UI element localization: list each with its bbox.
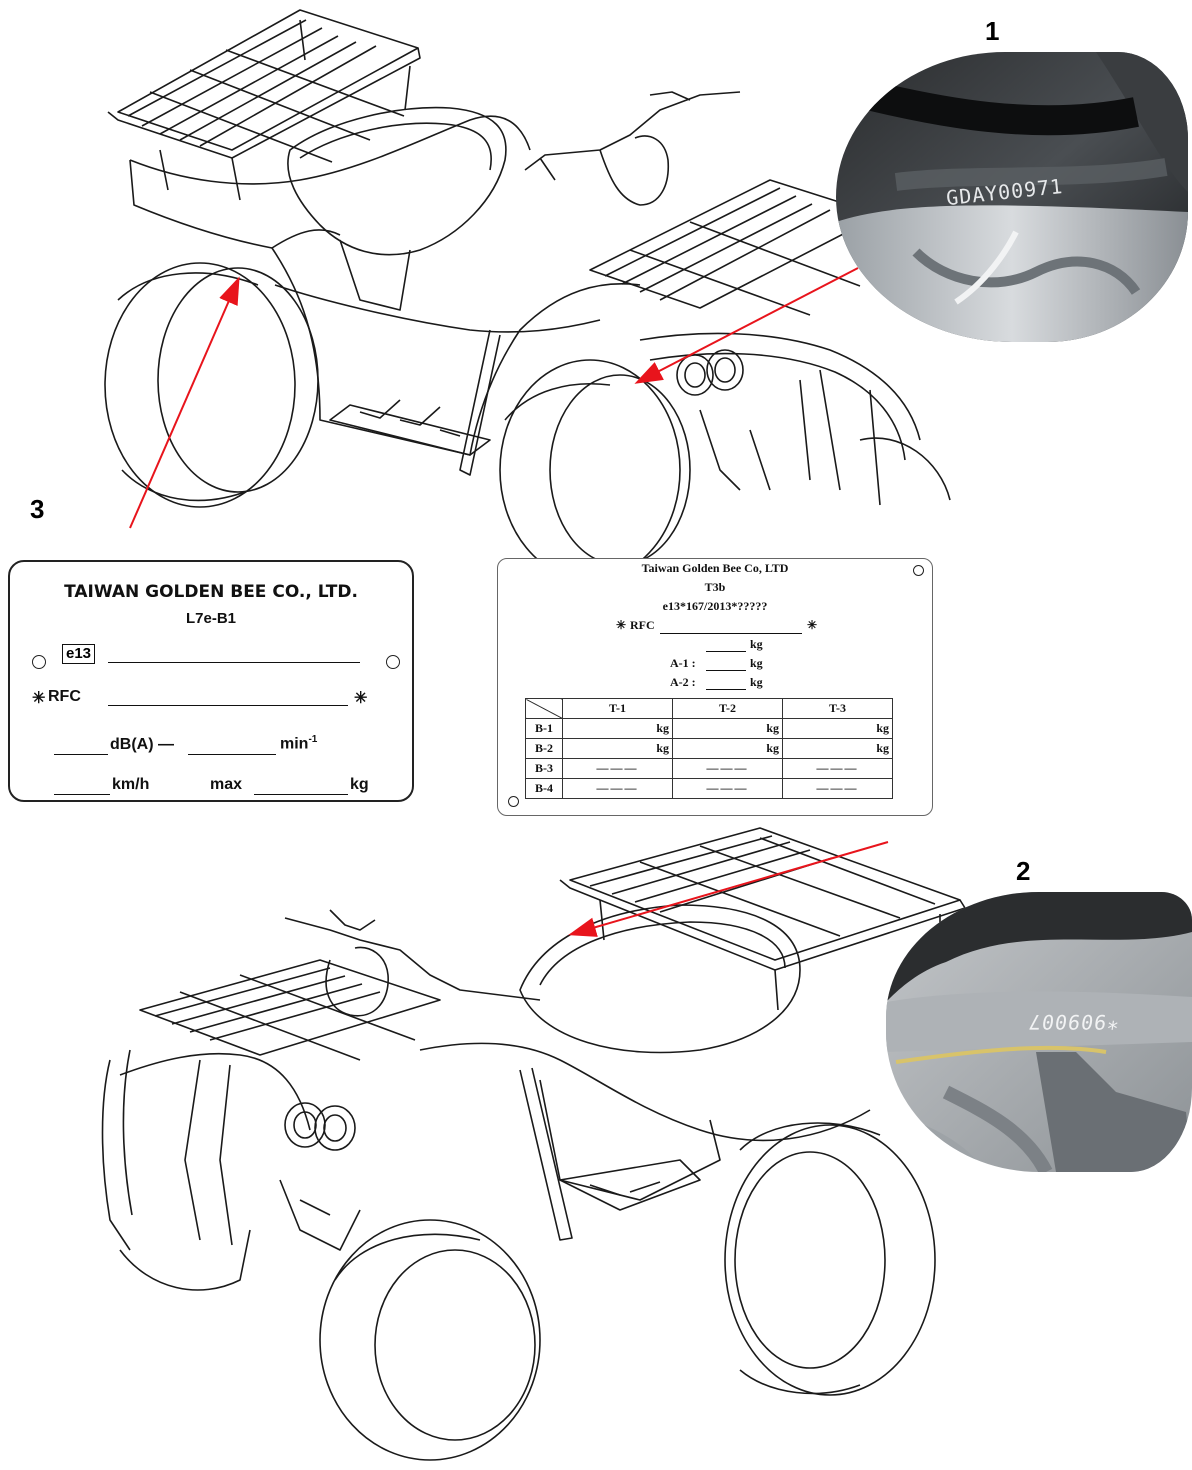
table-corner-cell (525, 698, 563, 719)
rfc-label: RFC (48, 688, 81, 705)
rpm-line (188, 754, 276, 755)
atv-bottom-drawing (101, 827, 966, 1461)
plate2-rfc-asterisk-left: ✳ (616, 618, 627, 632)
table-row: B-2 kg kg kg (525, 738, 893, 759)
plate2-mass-kg: kg (750, 637, 763, 651)
table-cell: ——— (782, 778, 893, 799)
callout-arrows (129, 267, 889, 937)
max-line (254, 794, 348, 795)
max-label: max (210, 776, 243, 793)
row-label: B-4 (525, 778, 563, 799)
table-header: T-1 (562, 698, 673, 719)
plate2-rfc-label: RFC (630, 618, 655, 632)
speed-line (54, 794, 110, 795)
table-cell: kg (782, 718, 893, 739)
rpm-unit: min (280, 735, 309, 753)
rfc-line (108, 705, 348, 706)
e-mark-box: e13 (62, 644, 96, 664)
plate2-hole-top-right (913, 565, 924, 576)
callout-number-1: 1 (985, 16, 1000, 46)
approval-line (108, 662, 360, 663)
plate2-company: Taiwan Golden Bee Co, LTD (641, 561, 789, 575)
kg-label: kg (350, 776, 369, 793)
mounting-hole-right (386, 655, 400, 669)
plate2-a2-line (706, 689, 746, 690)
plate-model: L7e-B1 (185, 610, 237, 627)
plate2-approval: e13*167/2013*????? (662, 599, 768, 613)
plate2-a1-line (706, 670, 746, 671)
callout-number-3: 3 (30, 494, 45, 524)
plate2-a2-label: A-2 : (670, 675, 696, 689)
rpm-label: min-1 (280, 734, 317, 753)
table-header: T-2 (672, 698, 783, 719)
table-row: B-3 ——— ——— ——— (525, 758, 893, 779)
e-mark-text: e13 (66, 645, 92, 662)
rpm-exponent: -1 (308, 734, 318, 745)
arrow-1 (634, 267, 859, 384)
frame-number-photo: GDAY00971 (836, 52, 1188, 342)
table-cell: ——— (672, 758, 783, 779)
frame-photo-art (836, 52, 1188, 342)
engine-stamp-text: *909007 (1026, 1010, 1121, 1034)
manufacturer-plate-t3b: Taiwan Golden Bee Co, LTD T3b e13*167/20… (497, 558, 933, 816)
plate-company: TAIWAN GOLDEN BEE CO., LTD. (64, 582, 358, 602)
table-cell: ——— (562, 778, 673, 799)
table-cell: ——— (562, 758, 673, 779)
row-label: B-2 (525, 738, 563, 759)
table-row: B-4 ——— ——— ——— (525, 778, 893, 799)
row-label: B-1 (525, 718, 563, 739)
plate2-mass-line (706, 651, 746, 652)
engine-number-photo: *909007 (886, 892, 1192, 1172)
speed-label: km/h (112, 776, 150, 793)
plate2-a2-kg: kg (750, 675, 763, 689)
table-row: B-1 kg kg kg (525, 718, 893, 739)
manufacturer-plate-l7e: TAIWAN GOLDEN BEE CO., LTD. L7e-B1 e13 ✳… (8, 560, 414, 802)
rfc-asterisk-right: ✳ (354, 690, 368, 707)
callout-number-2: 2 (1016, 856, 1031, 886)
plate2-a1-label: A-1 : (670, 656, 696, 670)
table-cell: kg (562, 738, 673, 759)
plate2-rfc-asterisk-right: ✳ (807, 618, 818, 632)
mounting-hole-left (32, 655, 46, 669)
plate2-a1-kg: kg (750, 656, 763, 670)
table-cell: kg (562, 718, 673, 739)
table-cell: kg (672, 738, 783, 759)
plate2-hole-bottom-left (508, 796, 519, 807)
table-cell: ——— (782, 758, 893, 779)
table-header: T-3 (782, 698, 893, 719)
table-cell: kg (782, 738, 893, 759)
rfc-asterisk-left: ✳ (32, 690, 46, 707)
row-label: B-3 (525, 758, 563, 779)
table-header-row: T-1 T-2 T-3 (525, 698, 893, 719)
plate2-model: T3b (704, 580, 726, 594)
plate2-rfc-line (660, 633, 802, 634)
db-line (54, 754, 108, 755)
arrow-2 (568, 841, 889, 937)
table-cell: ——— (672, 778, 783, 799)
arrow-3 (129, 276, 240, 529)
table-cell: kg (672, 718, 783, 739)
axle-load-table: T-1 T-2 T-3 B-1 kg kg kg B-2 kg kg kg B-… (525, 698, 893, 799)
db-label: dB(A) — (110, 736, 174, 753)
